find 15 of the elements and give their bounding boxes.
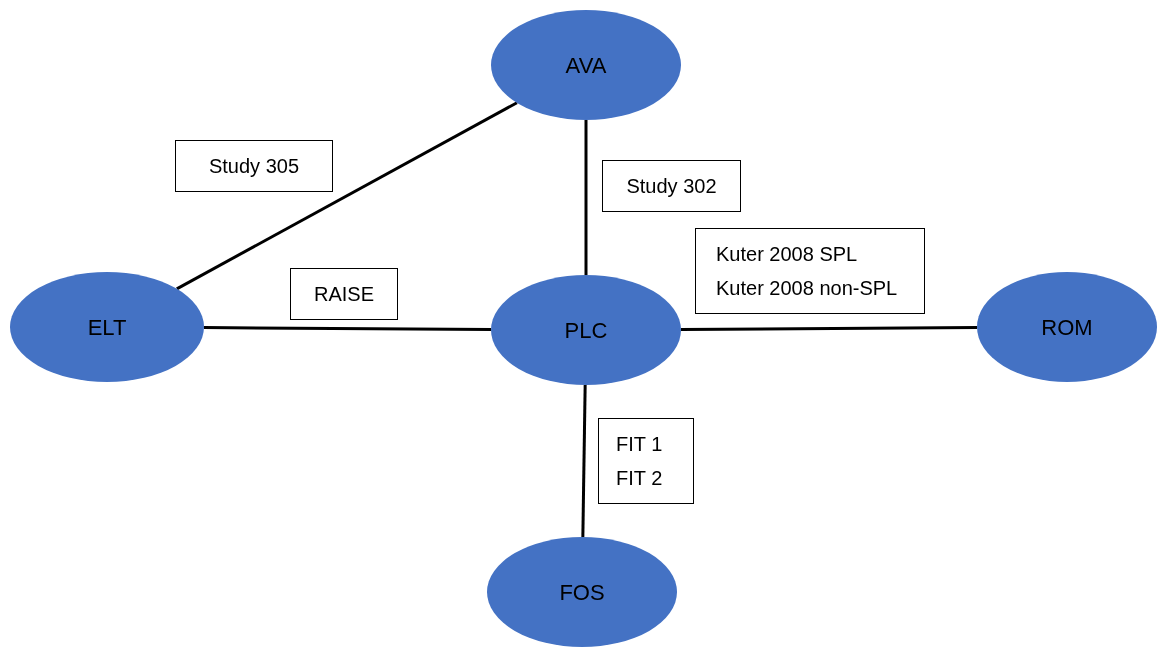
connector-line bbox=[204, 326, 491, 331]
connector-line bbox=[584, 120, 588, 275]
edge-label: Study 305 bbox=[175, 140, 333, 192]
connector-line bbox=[581, 384, 587, 538]
connector-line bbox=[176, 101, 518, 291]
edge-label: Study 302 bbox=[602, 160, 741, 212]
ellipse-node: FOS bbox=[487, 537, 677, 647]
ellipse-node: AVA bbox=[491, 10, 681, 120]
ellipse-node: ROM bbox=[977, 272, 1157, 382]
edge-label: Kuter 2008 SPL Kuter 2008 non-SPL bbox=[695, 228, 925, 314]
ellipse-node: PLC bbox=[491, 275, 681, 385]
edge-label: FIT 1 FIT 2 bbox=[598, 418, 694, 504]
ellipse-node: ELT bbox=[10, 272, 204, 382]
connector-line bbox=[681, 326, 977, 331]
edge-label: RAISE bbox=[290, 268, 398, 320]
